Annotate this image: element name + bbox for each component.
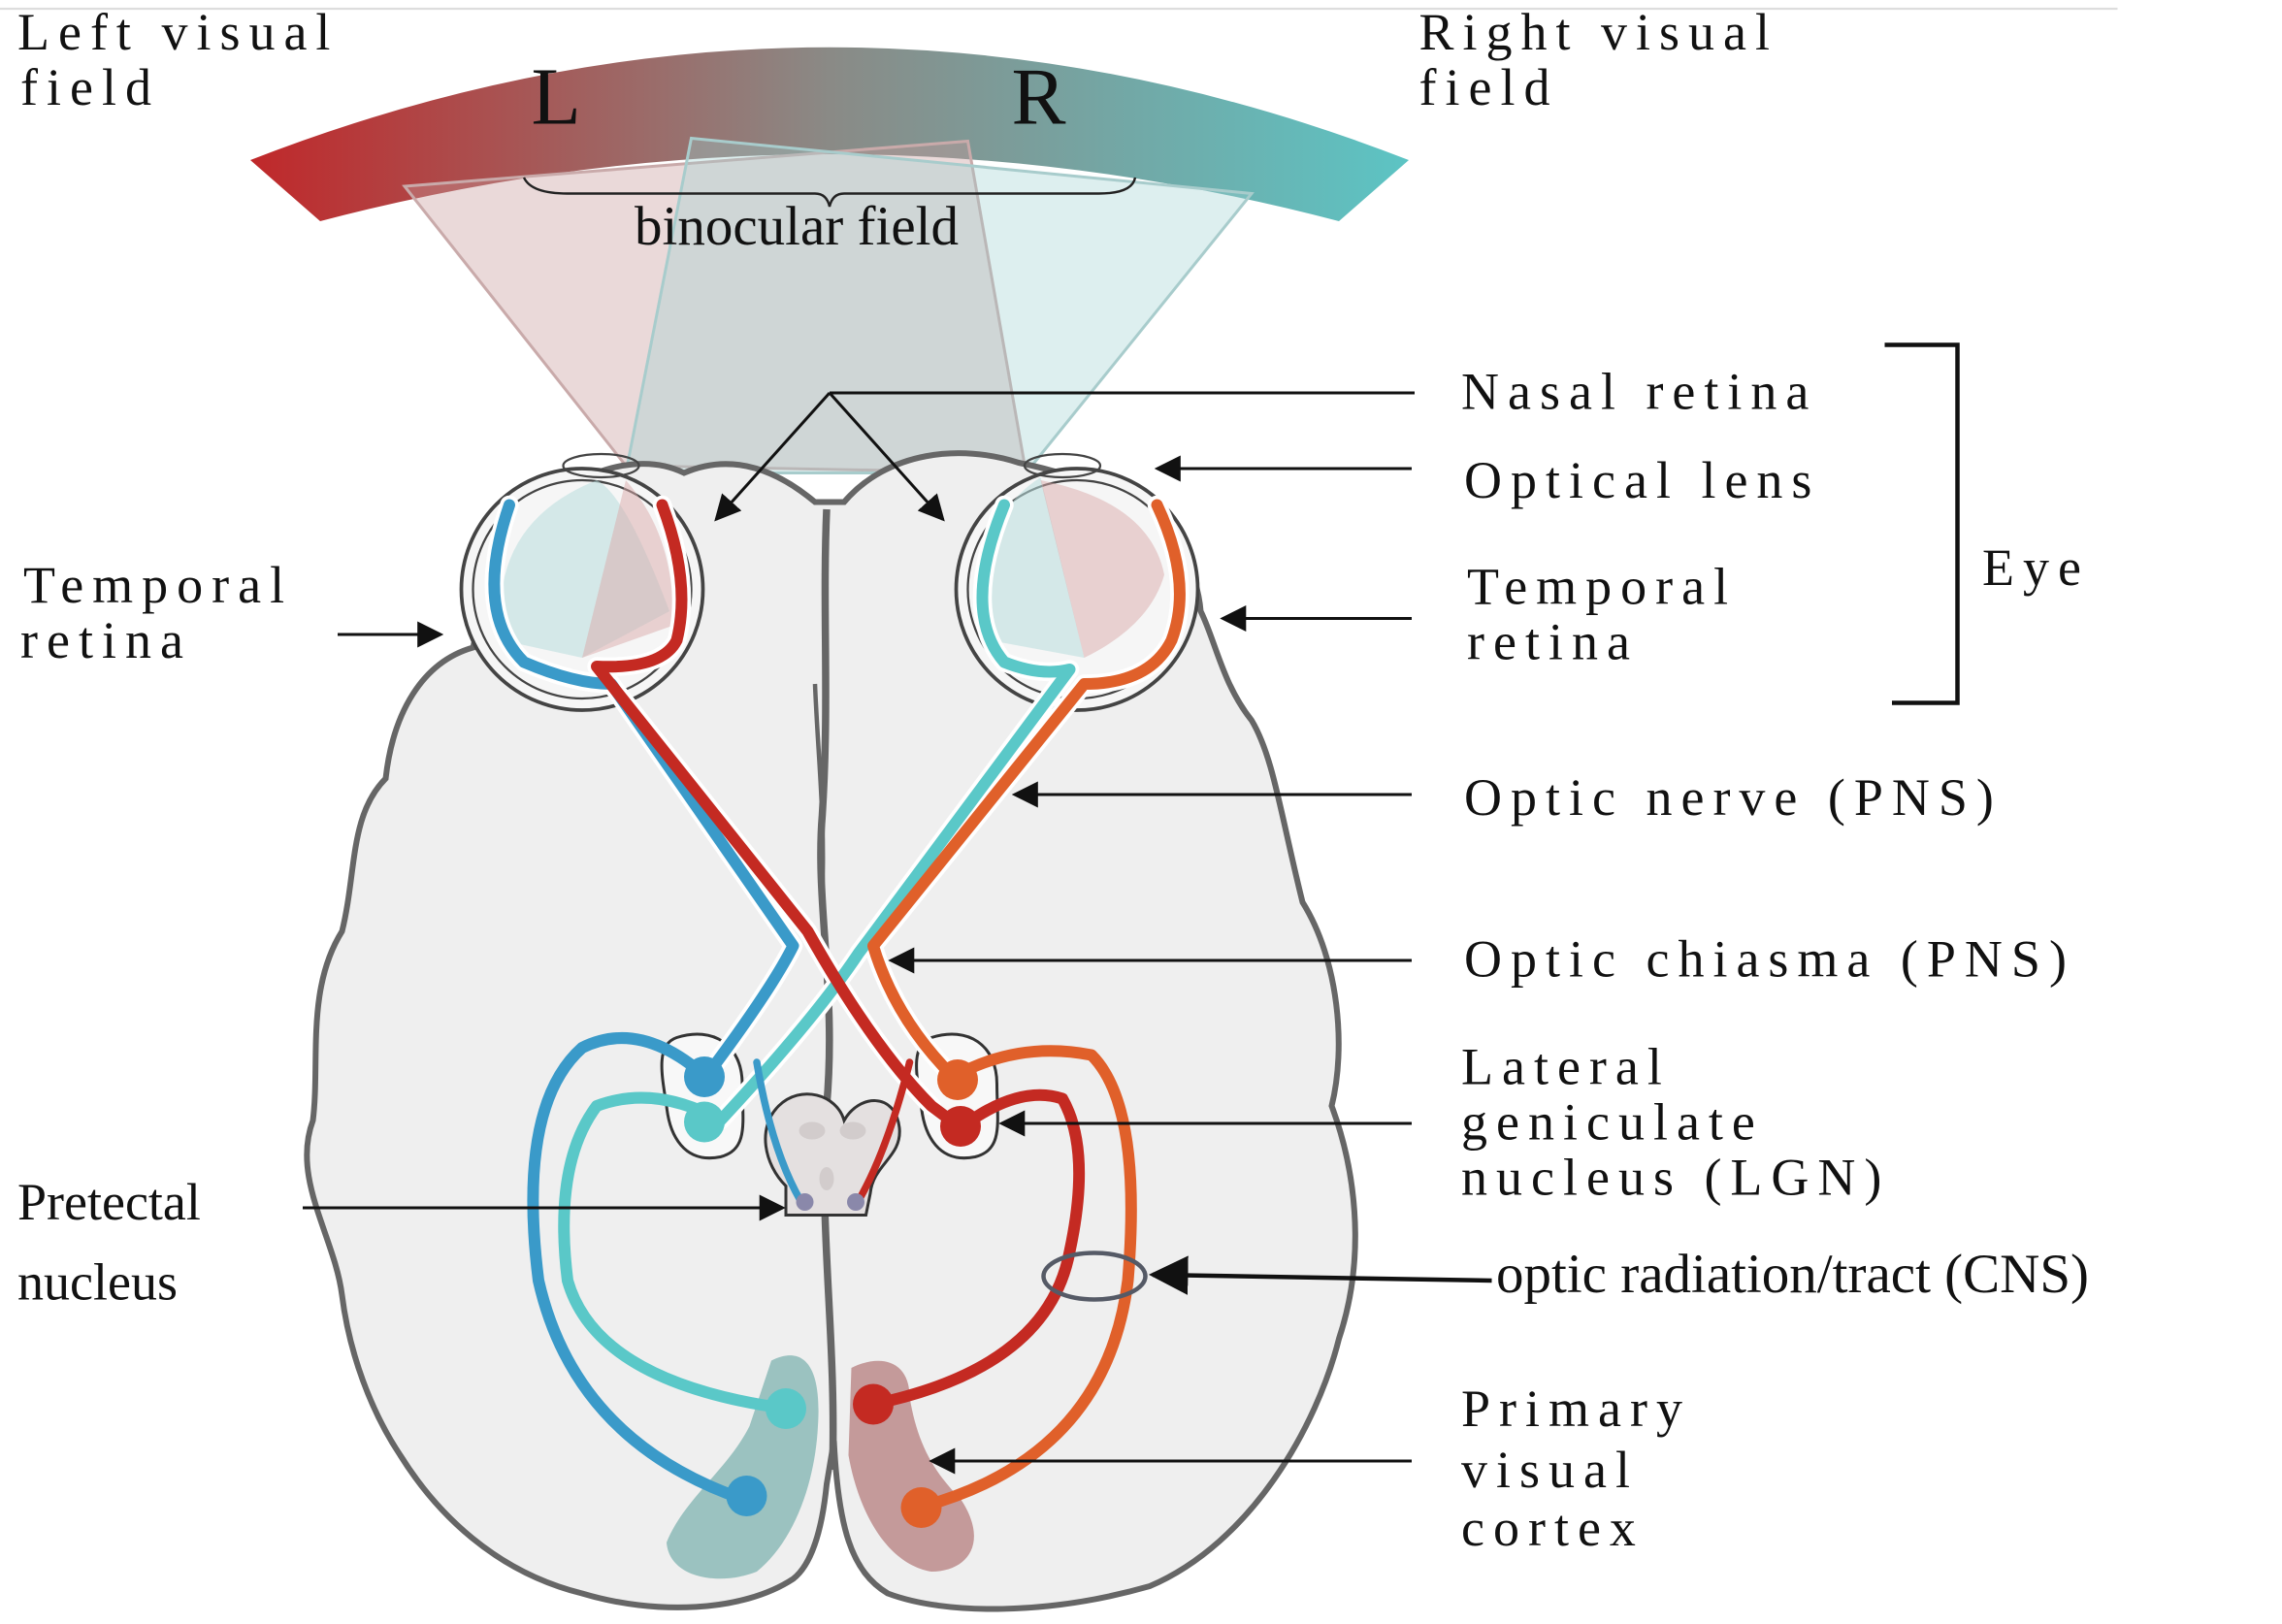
optic-chiasma-label: Optic chiasma (PNS) <box>1464 930 2075 989</box>
nasal-retina-arrow-right <box>828 391 945 522</box>
right-visual-field-line1: Right visual <box>1419 3 1779 61</box>
pretectal-branch-right <box>855 1058 914 1205</box>
left-lens <box>562 452 640 479</box>
eye-bracket <box>1884 342 1960 705</box>
left-lgn-node-teal <box>684 1101 725 1143</box>
cortex-node-teal <box>766 1388 806 1429</box>
cortex-node-orange <box>900 1487 942 1528</box>
brain-midline-inner <box>812 683 826 895</box>
pretectal-branch-left <box>753 1058 804 1205</box>
left-visual-field-label: Left visual field <box>17 3 361 116</box>
optic-nerve-label: Optic nerve (PNS) <box>1464 768 2003 827</box>
optic-radiation-marker <box>1041 1250 1148 1302</box>
temporal-retina-right-line1: Temporal <box>1467 558 1737 616</box>
nasal-retina-arrow-left <box>714 391 831 522</box>
visual-cortex-label: Primary visual cortex <box>1461 1380 1712 1557</box>
temporal-retina-left-label: Temporal retina <box>20 556 315 669</box>
pretectal-line1: Pretectal <box>17 1173 201 1231</box>
pretectal-node-right <box>847 1193 864 1211</box>
optic-radiation-label: optic radiation/tract (CNS) <box>1496 1244 2089 1305</box>
optical-lens-label: Optical lens <box>1464 451 1820 509</box>
binocular-field-label: binocular field <box>635 196 959 257</box>
eye-label: Eye <box>1982 538 2090 597</box>
lgn-label: Lateral geniculate nucleus (LGN) <box>1461 1038 1890 1207</box>
optic-radiation-arrow <box>1148 1255 1492 1295</box>
right-lgn-node-red <box>940 1106 981 1147</box>
pathway-blue <box>488 499 799 1505</box>
visual-cortex-line1: Primary <box>1461 1380 1691 1438</box>
temporal-retina-left-line1: Temporal <box>23 556 293 614</box>
nasal-retina-label: Nasal retina <box>1461 363 1817 421</box>
right-eye <box>954 452 1200 712</box>
binocular-brace <box>522 177 1137 208</box>
visual-cortex-line3: cortex <box>1461 1499 1645 1557</box>
right-visual-field-line2: field <box>1419 58 1559 116</box>
cortex-node-red <box>853 1383 894 1425</box>
right-lens <box>1023 452 1102 479</box>
temporal-retina-right-line2: retina <box>1467 613 1639 671</box>
temporal-retina-left-line2: retina <box>20 611 192 669</box>
temporal-retina-right-label: Temporal retina <box>1467 558 1759 671</box>
lgn-line1: Lateral <box>1461 1038 1671 1096</box>
visual-field-arc <box>250 47 1409 221</box>
left-eye-teal-cone <box>624 136 1255 474</box>
pretectal-node-left <box>796 1193 814 1211</box>
left-visual-field-line2: field <box>20 58 160 116</box>
lgn-line2: geniculate <box>1461 1093 1764 1152</box>
right-visual-field-label: Right visual field <box>1419 3 1801 116</box>
cortex-node-blue <box>726 1476 767 1516</box>
right-lgn-node-orange <box>937 1059 978 1100</box>
pretectal-line2: nucleus <box>17 1253 178 1312</box>
lgn-line3: nucleus (LGN) <box>1461 1149 1890 1207</box>
pretectal-nucleus-label: Pretectal nucleus <box>17 1173 213 1312</box>
left-letter: L <box>532 52 581 143</box>
left-lgn-node-blue <box>684 1056 725 1097</box>
left-visual-field-line1: Left visual <box>17 3 339 61</box>
visual-cortex-line2: visual <box>1461 1441 1639 1499</box>
pathway-orange <box>867 499 1186 1512</box>
right-letter: R <box>1012 52 1066 143</box>
